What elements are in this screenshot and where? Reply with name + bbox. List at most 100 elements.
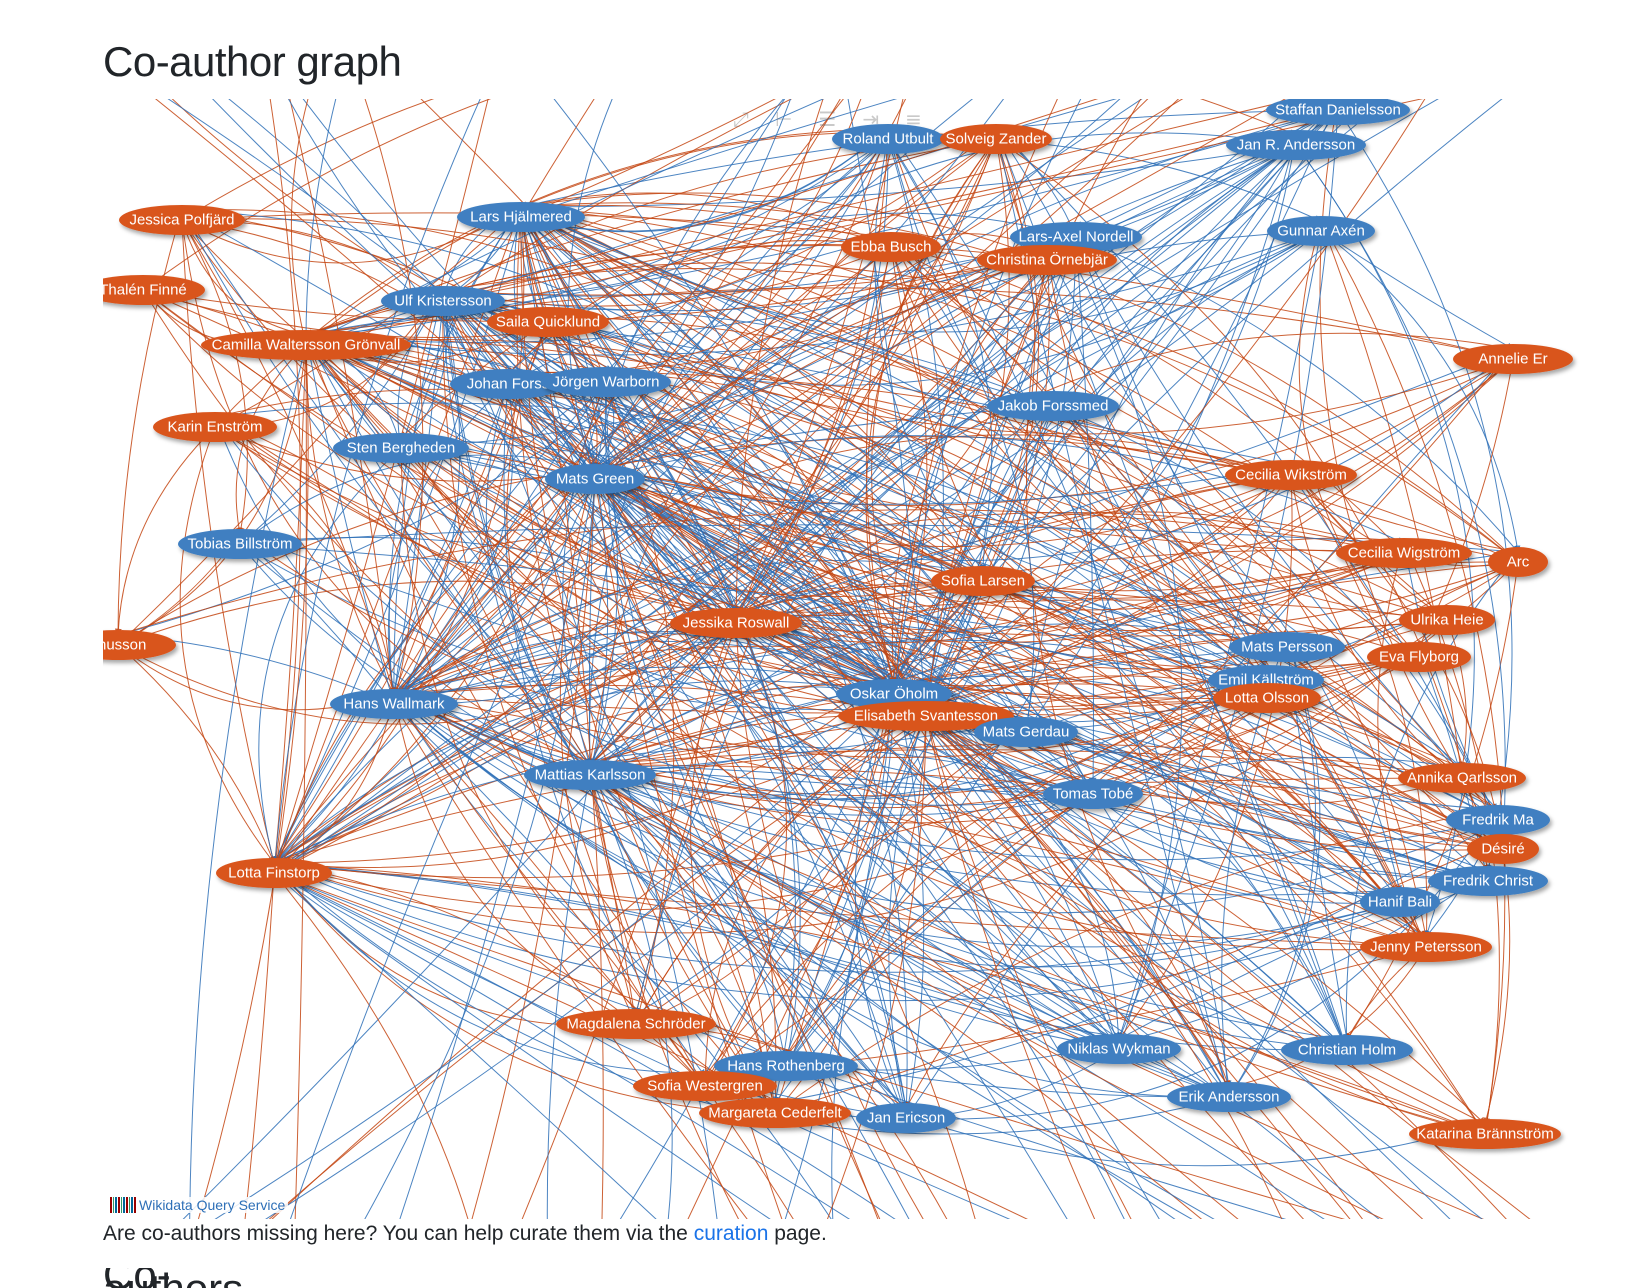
author-node-shape[interactable] <box>1428 866 1548 896</box>
author-node-niklas[interactable]: Niklas Wykman <box>1057 1034 1181 1064</box>
author-node-ebba[interactable]: Ebba Busch <box>841 232 941 262</box>
author-node-jorgen[interactable]: Jörgen Warborn <box>541 367 671 397</box>
author-node-jessikar[interactable]: Jessika Roswall <box>670 608 802 638</box>
author-node-mattias[interactable]: Mattias Karlsson <box>524 760 656 790</box>
author-node-larsaxel[interactable]: Lars-Axel Nordell <box>1010 222 1142 252</box>
author-node-shape[interactable] <box>1360 887 1440 917</box>
list-icon[interactable]: ☰ <box>818 107 837 131</box>
fullscreen-icon[interactable]: ⤢ <box>733 107 749 131</box>
author-node-hansr[interactable]: Hans Rothenberg <box>714 1051 858 1081</box>
indent-icon[interactable]: ⇥ <box>862 107 880 131</box>
author-node-shape[interactable] <box>450 369 566 399</box>
author-node-sofial[interactable]: Sofia Larsen <box>931 566 1035 596</box>
author-node-shape[interactable] <box>330 689 458 719</box>
author-node-lottao[interactable]: Lotta Olsson <box>1213 683 1321 713</box>
author-node-arc[interactable]: Arc <box>1488 547 1548 577</box>
author-node-shape[interactable] <box>974 717 1078 747</box>
author-node-sofiaw[interactable]: Sofia Westergren <box>633 1071 777 1101</box>
author-node-shape[interactable] <box>541 367 671 397</box>
author-node-katarina[interactable]: Katarina Brännström <box>1409 1119 1561 1149</box>
author-node-shape[interactable] <box>1043 779 1143 809</box>
author-node-erik[interactable]: Erik Andersson <box>1167 1082 1291 1112</box>
author-node-christian[interactable]: Christian Holm <box>1281 1035 1413 1065</box>
author-node-fredrikchr[interactable]: Fredrik Christ <box>1428 866 1548 896</box>
author-node-desire[interactable]: Désiré <box>1467 834 1539 864</box>
author-node-gnusson[interactable]: gnusson <box>103 630 176 660</box>
author-node-jessicap[interactable]: Jessica Polfjärd <box>119 205 245 235</box>
author-node-matsg[interactable]: Mats Green <box>545 464 645 494</box>
curation-link[interactable]: curation <box>693 1222 769 1245</box>
author-node-shape[interactable] <box>1398 763 1526 793</box>
author-node-shape[interactable] <box>216 858 332 888</box>
wikidata-badge[interactable]: Wikidata Query Service <box>107 1197 289 1213</box>
author-node-shape[interactable] <box>699 1098 851 1128</box>
author-node-margareta[interactable]: Margareta Cederfelt <box>699 1098 851 1128</box>
author-node-elisabeth[interactable]: Elisabeth Svantesson <box>838 701 1014 731</box>
author-node-ceciliawik[interactable]: Cecilia Wikström <box>1225 460 1357 490</box>
author-node-shape[interactable] <box>333 433 469 463</box>
author-node-shape[interactable] <box>1213 683 1321 713</box>
author-node-shape[interactable] <box>1360 932 1492 962</box>
author-node-shape[interactable] <box>1229 632 1345 662</box>
author-node-solveig[interactable]: Solveig Zander <box>940 124 1052 154</box>
author-node-shape[interactable] <box>1446 805 1550 835</box>
author-node-shape[interactable] <box>1267 216 1375 246</box>
author-node-sten[interactable]: Sten Bergheden <box>333 433 469 463</box>
author-node-shape[interactable] <box>103 630 176 660</box>
author-node-shape[interactable] <box>940 124 1052 154</box>
author-node-shape[interactable] <box>714 1051 858 1081</box>
author-node-shape[interactable] <box>1167 1082 1291 1112</box>
author-node-jan[interactable]: Jan Ericson <box>856 1103 956 1133</box>
author-node-shape[interactable] <box>1281 1035 1413 1065</box>
author-node-shape[interactable] <box>1057 1034 1181 1064</box>
author-node-shape[interactable] <box>103 275 205 305</box>
author-node-hanif[interactable]: Hanif Bali <box>1360 887 1440 917</box>
author-node-shape[interactable] <box>1266 99 1410 125</box>
author-node-shape[interactable] <box>153 412 277 442</box>
author-node-fredrikma[interactable]: Fredrik Ma <box>1446 805 1550 835</box>
author-node-ulf[interactable]: Ulf Kristersson <box>381 286 505 316</box>
author-node-eva[interactable]: Eva Flyborg <box>1367 642 1471 672</box>
author-node-shape[interactable] <box>1225 460 1357 490</box>
author-node-thalen[interactable]: Thalén Finné <box>103 275 205 305</box>
author-node-shape[interactable] <box>1467 834 1539 864</box>
author-node-shape[interactable] <box>1399 605 1495 635</box>
author-node-saila[interactable]: Saila Quicklund <box>487 307 609 337</box>
author-node-tomas[interactable]: Tomas Tobé <box>1043 779 1143 809</box>
author-node-shape[interactable] <box>832 124 944 154</box>
author-node-johan[interactable]: Johan Forss <box>450 369 566 399</box>
author-node-shape[interactable] <box>856 1103 956 1133</box>
author-node-shape[interactable] <box>1367 642 1471 672</box>
author-node-ulrika[interactable]: Ulrika Heie <box>1399 605 1495 635</box>
author-node-shape[interactable] <box>1453 344 1573 374</box>
menu-icon[interactable]: ≡ <box>905 107 922 131</box>
author-node-shape[interactable] <box>201 330 411 360</box>
author-node-janr[interactable]: Jan R. Andersson <box>1226 130 1366 160</box>
author-node-shape[interactable] <box>987 391 1119 421</box>
author-node-jenny[interactable]: Jenny Petersson <box>1360 932 1492 962</box>
author-node-camilla[interactable]: Camilla Waltersson Grönvall <box>201 330 411 360</box>
author-node-hansw[interactable]: Hans Wallmark <box>330 689 458 719</box>
author-node-shape[interactable] <box>457 202 585 232</box>
author-node-matsp[interactable]: Mats Persson <box>1229 632 1345 662</box>
author-node-shape[interactable] <box>1226 130 1366 160</box>
author-node-staffan[interactable]: Staffan Danielsson <box>1266 99 1410 125</box>
author-node-annika[interactable]: Annika Qarlsson <box>1398 763 1526 793</box>
author-node-shape[interactable] <box>670 608 802 638</box>
author-node-shape[interactable] <box>931 566 1035 596</box>
author-node-shape[interactable] <box>633 1071 777 1101</box>
author-node-shape[interactable] <box>545 464 645 494</box>
author-node-tobias[interactable]: Tobias Billström <box>178 529 302 559</box>
author-node-shape[interactable] <box>487 307 609 337</box>
author-node-shape[interactable] <box>119 205 245 235</box>
author-node-annelie[interactable]: Annelie Er <box>1453 344 1573 374</box>
author-node-gunnar[interactable]: Gunnar Axén <box>1267 216 1375 246</box>
author-node-shape[interactable] <box>977 245 1117 275</box>
author-node-shape[interactable] <box>1336 538 1472 568</box>
tree-layout-icon[interactable]: ⊢ <box>775 107 793 131</box>
author-node-shape[interactable] <box>381 286 505 316</box>
author-node-ceciliawig[interactable]: Cecilia Wigström <box>1336 538 1472 568</box>
author-node-lottaf[interactable]: Lotta Finstorp <box>216 858 332 888</box>
